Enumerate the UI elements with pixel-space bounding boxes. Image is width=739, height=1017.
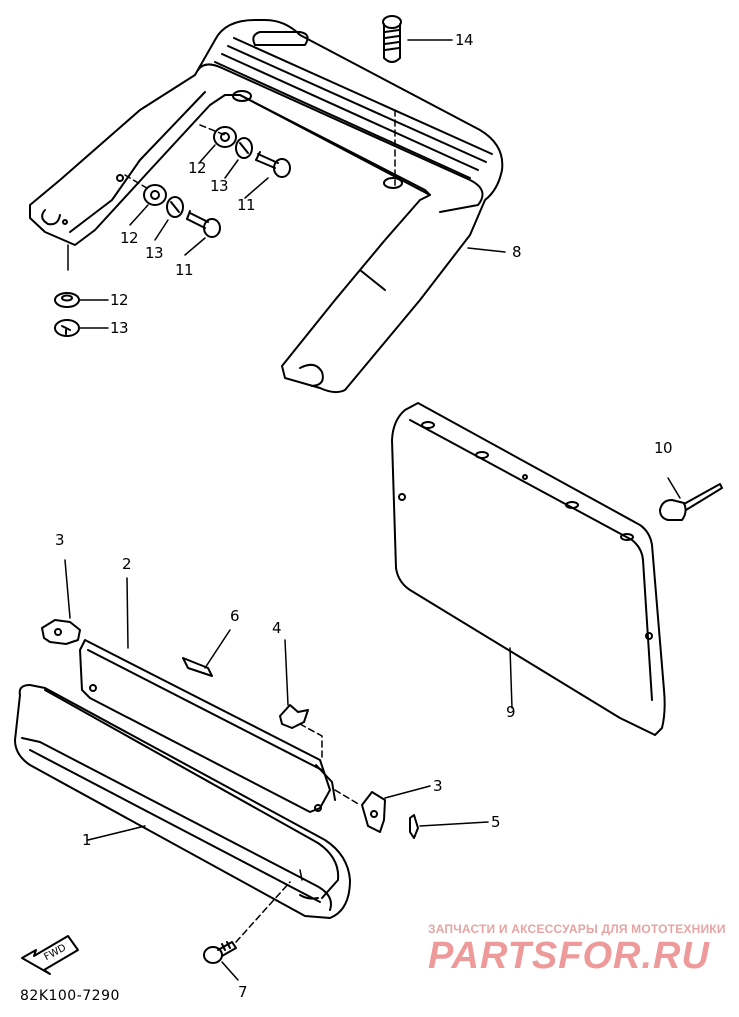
fwd-arrow-icon: FWD [21, 935, 79, 975]
callout-6: 6 [230, 607, 240, 625]
grab-rail-part-8 [29, 19, 504, 394]
callout-8: 8 [512, 243, 522, 261]
lock-washer-part-13-upper [235, 137, 253, 159]
clip-part-3-right [334, 785, 431, 833]
pad-part-6 [182, 629, 231, 677]
callout-13-lower: 13 [145, 244, 164, 262]
callout-3-right: 3 [433, 777, 443, 795]
watermark-logo: PARTSFOR.RU [428, 935, 710, 977]
lock-washer-part-13-loose [54, 319, 109, 337]
drawing-code: 82K100-7290 [20, 988, 120, 1004]
fwd-label: FWD [42, 942, 68, 963]
callout-12-loose: 12 [110, 291, 129, 309]
screw-part-7 [203, 881, 291, 981]
bolt-part-11-lower [186, 210, 221, 238]
callout-13-upper: 13 [210, 177, 229, 195]
callout-10: 10 [654, 439, 673, 457]
callout-3-left: 3 [55, 531, 65, 549]
washer-part-12-upper [213, 126, 237, 148]
tail-cover-part-1 [14, 684, 351, 919]
callout-4: 4 [272, 619, 282, 637]
bracket-plate-part-2 [79, 577, 336, 813]
clip-part-3-left [41, 559, 81, 645]
callout-12-lower: 12 [120, 229, 139, 247]
wing-nut-part-4 [279, 639, 323, 761]
callout-12-upper: 12 [188, 159, 207, 177]
callout-5: 5 [491, 813, 501, 831]
bolt-part-11-upper [255, 151, 291, 178]
callout-1: 1 [82, 831, 92, 849]
callout-2: 2 [122, 555, 132, 573]
callout-11-lower: 11 [175, 261, 194, 279]
callout-13-loose: 13 [110, 319, 129, 337]
callout-7: 7 [238, 983, 248, 1001]
washer-part-12-loose [54, 292, 109, 308]
callout-9: 9 [506, 703, 516, 721]
bolt-part-14 [382, 15, 453, 63]
lock-washer-part-13-lower [166, 196, 184, 218]
washer-part-12-lower [143, 184, 167, 206]
callout-14: 14 [455, 31, 474, 49]
license-plate-panel-part-9 [391, 402, 666, 736]
callout-11-upper: 11 [237, 196, 256, 214]
rivet-part-10 [659, 477, 723, 521]
watermark-tagline: ЗАПЧАСТИ И АКСЕССУАРЫ ДЛЯ МОТОТЕХНИКИ [428, 922, 726, 936]
clip-part-5 [409, 814, 489, 839]
